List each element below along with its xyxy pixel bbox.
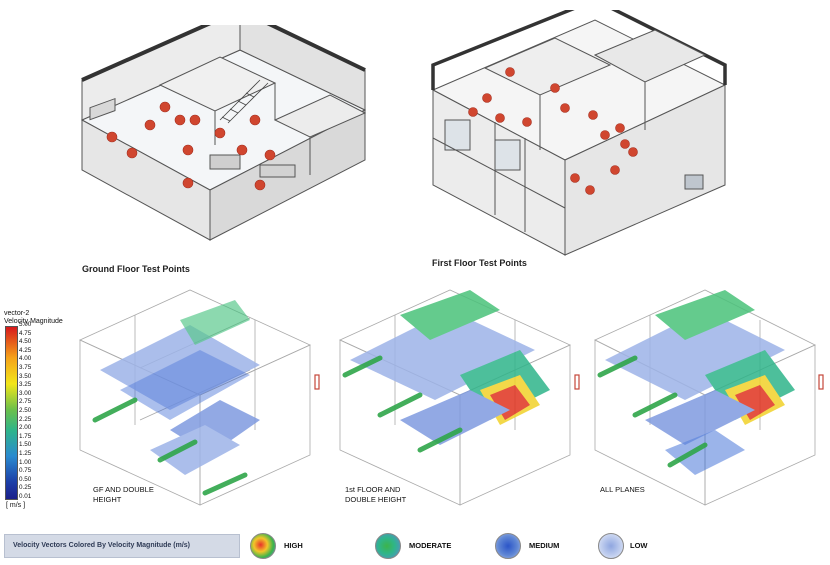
legend-tick: 2.00 [19,424,32,432]
legend-tick: 1.50 [19,441,32,449]
legend-tick: 4.25 [19,346,32,354]
legend-tick: 4.00 [19,355,32,363]
key-label-moderate: MODERATE [409,541,452,550]
velocity-legend: vector-2 Velocity Magnitude 5.00 4.75 4.… [4,310,64,510]
legend-tick: 3.50 [19,372,32,380]
panel-label-ff: 1st FLOOR AND DOUBLE HEIGHT [345,485,406,505]
legend-tick: 5.00 [19,321,32,328]
legend-tick: 0.01 [19,493,32,500]
legend-tick: 2.75 [19,398,32,406]
legend-ticks: 5.00 4.75 4.50 4.25 4.00 3.75 3.50 3.25 … [19,321,59,502]
panel-label-gf-line1: GF AND DOUBLE [93,485,154,494]
legend-tick: 2.25 [19,415,32,423]
legend-tick: 3.00 [19,389,32,397]
panel-label-gf: GF AND DOUBLE HEIGHT [93,485,154,505]
key-swatch-medium [495,533,521,559]
cfd-panel-first-floor [339,289,580,506]
legend-tick: 1.25 [19,450,32,457]
panel-label-ff-line1: 1st FLOOR AND [345,485,401,494]
panel-label-ff-line2: DOUBLE HEIGHT [345,495,407,504]
key-swatch-moderate [375,533,401,559]
legend-tick: 0.75 [19,467,32,475]
panel-label-all: ALL PLANES [600,485,645,494]
first-floor-caption: First Floor Test Points [432,258,527,268]
velocity-key: HIGH MODERATE MEDIUM LOW [250,530,650,560]
key-label-high: HIGH [284,541,303,550]
velocity-caption-bar: Velocity Vectors Colored By Velocity Mag… [4,534,240,558]
key-label-low: LOW [630,541,648,550]
legend-tick: 3.25 [19,381,32,389]
legend-tick: 2.50 [19,407,32,414]
legend-tick: 1.00 [19,458,32,466]
key-label-medium: MEDIUM [529,541,560,550]
cfd-panel-all-planes [594,289,824,506]
cfd-panel-ground-floor [79,289,320,506]
velocity-caption-text: Velocity Vectors Colored By Velocity Mag… [13,542,190,549]
panel-label-gf-line2: HEIGHT [93,495,122,504]
ground-floor-model [80,25,367,241]
key-swatch-low [598,533,624,559]
legend-title-line2: Velocity Magnitude [4,318,63,325]
ground-floor-caption: Ground Floor Test Points [82,264,190,274]
legend-tick: 4.75 [19,329,32,337]
first-floor-model [431,10,727,256]
legend-tick: 0.25 [19,484,32,492]
legend-color-bar [5,326,18,500]
legend-tick: 4.50 [19,338,32,346]
key-swatch-high [250,533,276,559]
legend-tick: 1.75 [19,432,32,440]
legend-unit: [ m/s ] [6,502,26,509]
legend-tick: 0.50 [19,475,32,483]
legend-tick: 3.75 [19,364,32,371]
legend-title-line1: vector-2 [4,310,30,317]
